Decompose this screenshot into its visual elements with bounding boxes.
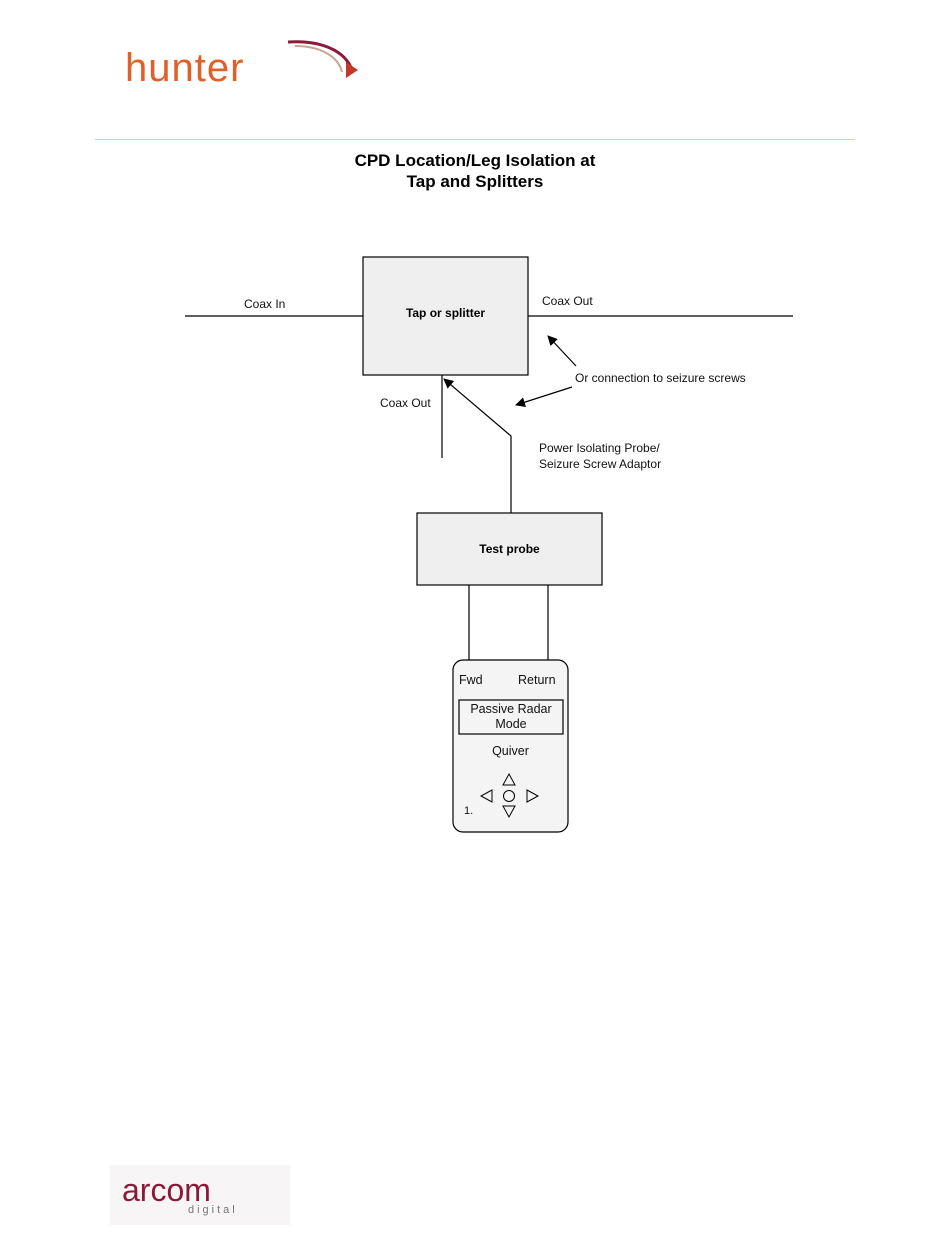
arcom-logo-graphic: arcom digital [110,1165,290,1225]
arcom-logo-subtext: digital [188,1204,238,1216]
arcom-logo-wordmark: arcom [122,1172,211,1208]
fwd-label: Fwd [459,673,483,687]
coax-out-right-label: Coax Out [542,294,593,308]
probe-connector-arrow [444,379,511,513]
coax-out-bottom-label: Coax Out [380,396,431,410]
seizure-screws-label: Or connection to seizure screws [575,371,746,385]
seizure-arrow-upper [548,336,576,366]
tap-splitter-label: Tap or splitter [363,306,528,320]
mode-line1: Passive Radar [459,702,563,716]
seizure-arrow-lower [516,387,572,405]
mode-line2: Mode [459,717,563,731]
probe-label-line1: Power Isolating Probe/ [539,441,660,455]
probe-label-line2: Seizure Screw Adaptor [539,457,661,471]
coax-in-label: Coax In [244,297,285,311]
test-probe-label: Test probe [417,542,602,556]
device-name-label: Quiver [453,744,568,758]
return-label: Return [518,673,556,687]
arcom-logo: arcom digital [110,1165,290,1225]
device-marker-label: 1. [464,805,473,817]
